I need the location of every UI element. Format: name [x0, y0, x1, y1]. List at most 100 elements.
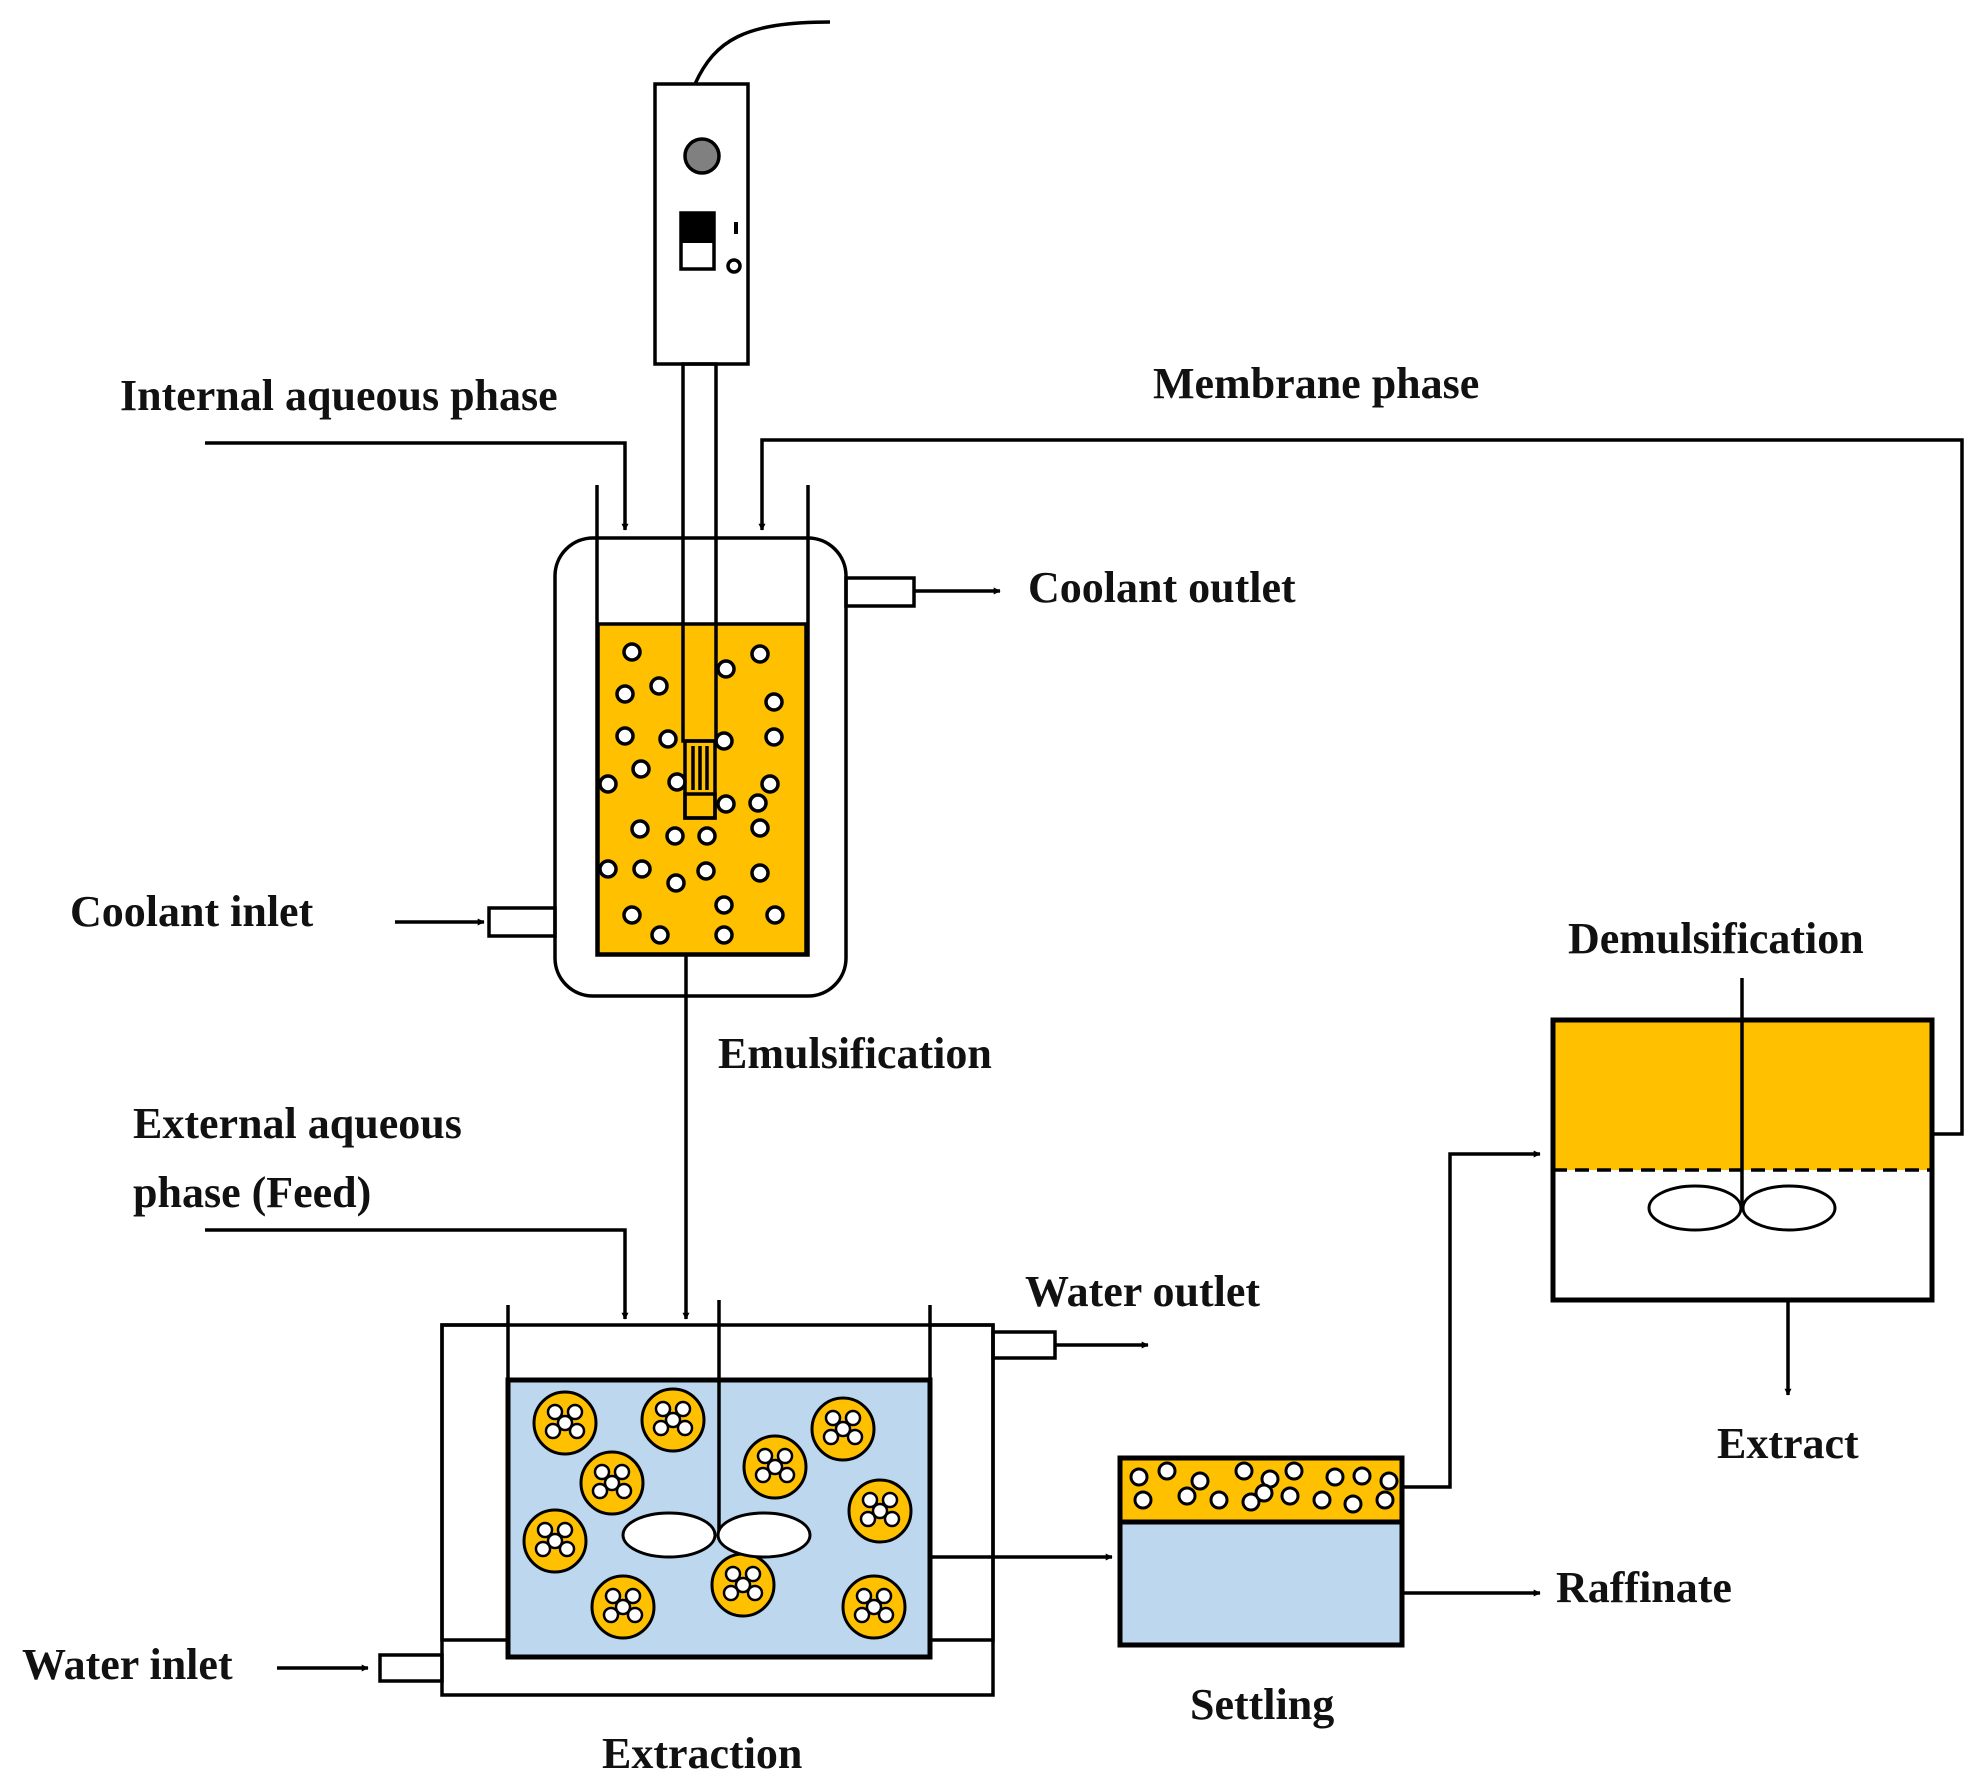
settling-droplet — [1177, 1486, 1197, 1506]
droplet — [697, 826, 717, 846]
droplet — [716, 794, 736, 814]
rotor-base — [683, 792, 717, 820]
globule-droplet — [824, 1409, 842, 1427]
globule-droplet — [744, 1565, 762, 1583]
globule-droplet — [613, 1463, 631, 1481]
globule-droplet — [566, 1403, 584, 1421]
globule-droplet — [861, 1491, 879, 1509]
globule-droplet — [883, 1510, 901, 1528]
labels: Internal aqueous phase Membrane phase Co… — [22, 359, 1864, 1778]
label-external-aqueous-line2: phase (Feed) — [133, 1168, 371, 1217]
droplet — [650, 925, 670, 945]
settling-droplet — [1129, 1467, 1149, 1487]
label-emulsification: Emulsification — [718, 1029, 992, 1078]
settling-droplet — [1241, 1492, 1261, 1512]
emulsion-globules — [522, 1387, 913, 1640]
emulsion-droplets — [598, 642, 785, 945]
label-demulsification: Demulsification — [1568, 914, 1864, 963]
droplet — [748, 793, 768, 813]
globule-droplet — [756, 1447, 774, 1465]
water-inlet-nozzle — [378, 1653, 444, 1683]
droplet — [598, 774, 618, 794]
settling-droplet — [1312, 1490, 1332, 1510]
globule-droplet — [546, 1532, 564, 1550]
power-switch-top — [681, 213, 714, 243]
settling-droplet — [1133, 1490, 1153, 1510]
globule-droplet — [556, 1521, 574, 1539]
droplet — [630, 819, 650, 839]
globule-droplet — [834, 1420, 852, 1438]
droplet — [714, 895, 734, 915]
settling-droplet — [1325, 1467, 1345, 1487]
settling-to-demulsification-line — [1402, 1150, 1541, 1489]
globule-droplet — [652, 1419, 670, 1437]
droplet — [649, 676, 669, 696]
droplet — [750, 863, 770, 883]
settling-droplet — [1234, 1461, 1254, 1481]
droplet — [714, 731, 734, 751]
settling-droplet — [1375, 1490, 1395, 1510]
droplet — [696, 861, 716, 881]
coolant-outlet-nozzle — [844, 576, 916, 608]
globule-droplet — [844, 1409, 862, 1427]
globule-droplet — [536, 1521, 554, 1539]
droplet — [750, 644, 770, 664]
globule-droplet — [776, 1447, 794, 1465]
settling-droplet — [1343, 1494, 1363, 1514]
demulsification-tank — [1550, 978, 1935, 1396]
droplet — [665, 826, 685, 846]
settling-droplets — [1129, 1461, 1399, 1514]
droplet — [750, 818, 770, 838]
droplet — [760, 774, 780, 794]
globule-droplet — [855, 1587, 873, 1605]
label-water-inlet: Water inlet — [22, 1640, 233, 1689]
extraction-vessel — [277, 1300, 1149, 1697]
globule-droplet — [766, 1458, 784, 1476]
globule-droplet — [875, 1587, 893, 1605]
globule-droplet — [664, 1411, 682, 1429]
settling-water-layer — [1120, 1522, 1402, 1645]
droplet — [615, 726, 635, 746]
droplet — [615, 684, 635, 704]
globule-droplet — [603, 1474, 621, 1492]
droplet — [716, 659, 736, 679]
membrane-phase-recycle-line — [758, 438, 1964, 1136]
demulsification-impeller-blade-right — [1741, 1184, 1837, 1232]
globule-droplet — [778, 1466, 796, 1484]
globule-droplet — [602, 1606, 620, 1624]
label-coolant-inlet: Coolant inlet — [70, 887, 314, 936]
settling-droplet — [1284, 1461, 1304, 1481]
globule-droplet — [746, 1584, 764, 1602]
globule-droplet — [822, 1428, 840, 1446]
coolant-inlet-nozzle — [487, 906, 557, 938]
water-outlet-nozzle — [991, 1330, 1057, 1360]
droplet — [622, 905, 642, 925]
globule-droplet — [881, 1491, 899, 1509]
globule-droplet — [859, 1510, 877, 1528]
droplet — [765, 905, 785, 925]
globule-droplet — [558, 1540, 576, 1558]
globule-droplet — [591, 1482, 609, 1500]
droplet — [631, 759, 651, 779]
settling-droplet — [1280, 1486, 1300, 1506]
globule-droplet — [877, 1606, 895, 1624]
label-extract: Extract — [1717, 1419, 1859, 1468]
power-cord — [693, 20, 831, 85]
globule-droplet — [754, 1466, 772, 1484]
globule-droplet — [614, 1598, 632, 1616]
label-membrane-phase: Membrane phase — [1153, 359, 1479, 408]
globule-droplet — [724, 1565, 742, 1583]
internal-aqueous-feed-line — [205, 441, 629, 531]
flow-lines — [205, 438, 1964, 1320]
globule-droplet — [654, 1400, 672, 1418]
droplet — [632, 859, 652, 879]
droplet — [622, 642, 642, 662]
droplet — [658, 729, 678, 749]
globule-droplet — [734, 1576, 752, 1594]
label-water-outlet: Water outlet — [1025, 1267, 1260, 1316]
globule-droplet — [846, 1428, 864, 1446]
settling-droplet — [1352, 1466, 1372, 1486]
globule-droplet — [556, 1414, 574, 1432]
emulsification-vessel — [487, 485, 916, 998]
extraction-impeller-blade-right — [716, 1511, 812, 1559]
